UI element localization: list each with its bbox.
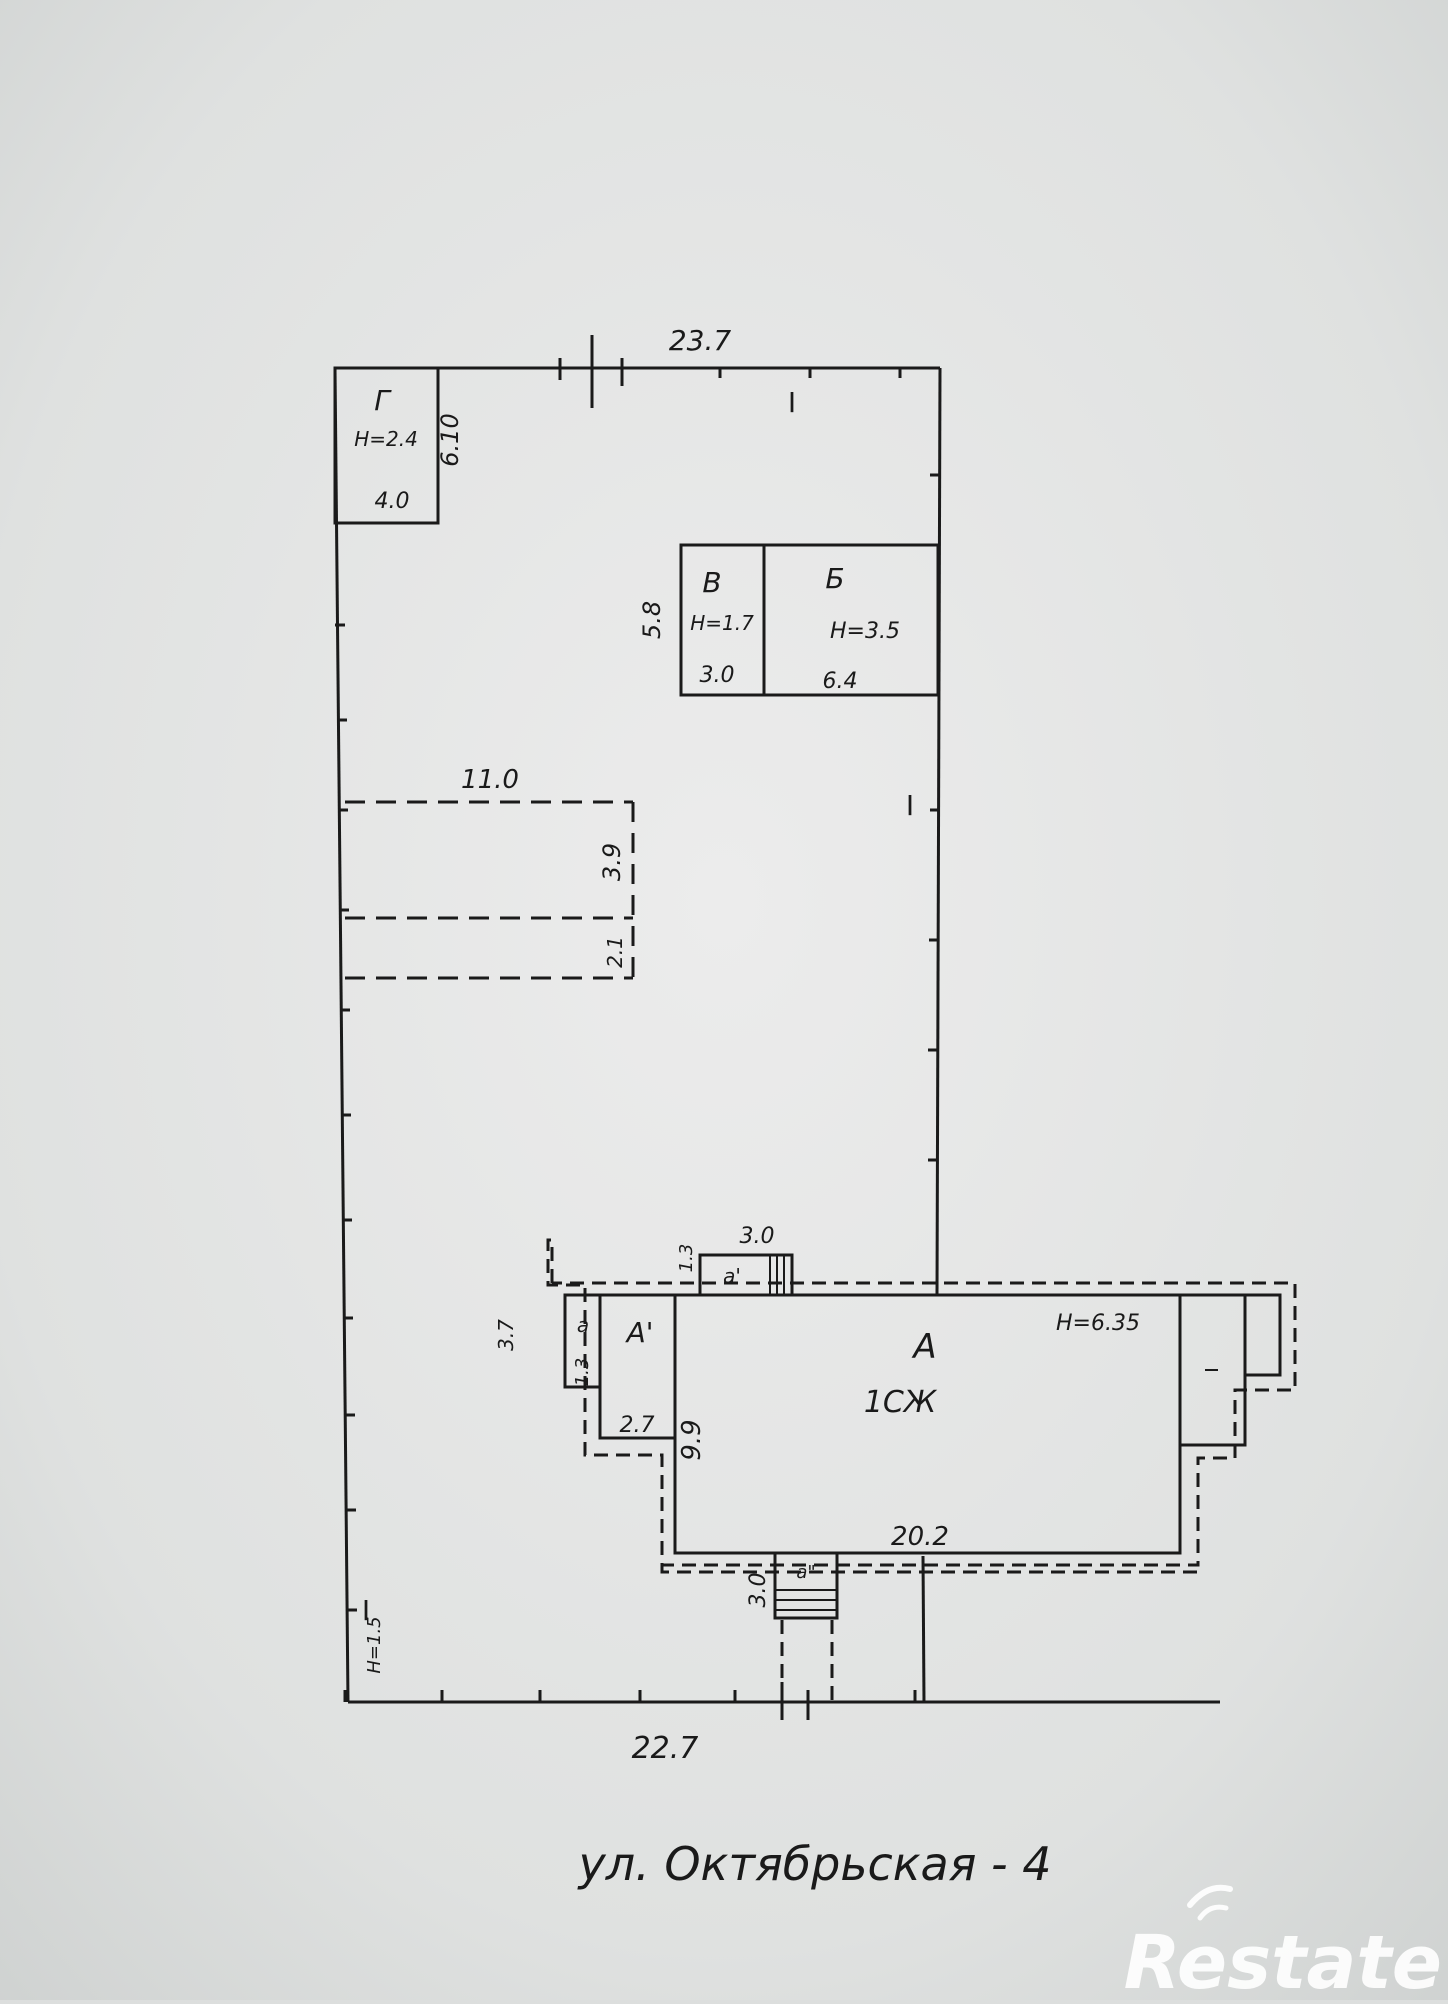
small-annex-b-label: 1.3 bbox=[572, 1358, 593, 1387]
watermark-text: Restate bbox=[1124, 1920, 1442, 2000]
building-v-letter: В bbox=[702, 566, 721, 599]
building-g-width: 4.0 bbox=[375, 489, 410, 514]
building-g-outline bbox=[333, 366, 440, 525]
house-a-right-porch bbox=[1243, 1293, 1282, 1377]
yard-width-label: 11.0 bbox=[461, 765, 519, 795]
building-a-small-outline bbox=[563, 1293, 602, 1389]
fence-mark-top: I bbox=[788, 386, 796, 419]
building-a-height: H=6.35 bbox=[1056, 1311, 1140, 1336]
yard-bays bbox=[345, 800, 635, 980]
building-b-letter: Б bbox=[825, 562, 844, 595]
building-a1-letter: А' bbox=[625, 1316, 654, 1349]
boundary-ticks bbox=[335, 368, 940, 1702]
building-a-small-letter: а bbox=[577, 1313, 589, 1337]
buildings-v-b-outline bbox=[679, 543, 940, 697]
building-b-height: H=3.5 bbox=[830, 619, 900, 644]
fence-mark-left: I bbox=[362, 1594, 370, 1627]
building-a-top-letter: а' bbox=[723, 1264, 741, 1288]
building-v-height: H=1.7 bbox=[690, 611, 754, 635]
building-a-top-outline bbox=[698, 1253, 794, 1297]
porch-top-steps bbox=[769, 1255, 785, 1295]
building-v-width: 3.0 bbox=[700, 663, 735, 688]
logo-signal-icon bbox=[1187, 1884, 1233, 1908]
yard-bay2-label: 2.1 bbox=[603, 936, 627, 968]
yard-bay1-label: 3.9 bbox=[598, 843, 626, 881]
porch-bottom-steps bbox=[775, 1589, 837, 1611]
a-depth-label: 9.9 bbox=[677, 1419, 707, 1460]
lot-boundary bbox=[333, 366, 1220, 1704]
small-annex-a-label: 3.7 bbox=[494, 1319, 518, 1351]
fence-mark-right: I bbox=[906, 789, 914, 822]
porch-bottom-path bbox=[780, 1620, 834, 1700]
street-caption: ул. Октябрьская - 4 bbox=[576, 1837, 1051, 1891]
fence-left-height: H=1.5 bbox=[364, 1616, 385, 1673]
building-a-bottom-outline bbox=[773, 1551, 839, 1620]
building-g-letter: Г bbox=[374, 384, 392, 417]
restate-logo: Restate bbox=[1124, 1884, 1442, 2004]
annex-bottom-depth-label: 3.0 bbox=[746, 1573, 771, 1608]
building-a-letter: А bbox=[911, 1327, 936, 1367]
gate-top bbox=[558, 335, 624, 408]
bottom-width-label: 22.7 bbox=[632, 1731, 699, 1766]
top-width-label: 23.7 bbox=[669, 324, 732, 357]
annex-top-width-label: 3.0 bbox=[740, 1224, 775, 1249]
annex-top-depth-label: 1.3 bbox=[676, 1244, 697, 1273]
building-v-depth: 5.8 bbox=[638, 601, 666, 639]
logo-signal-inner-icon bbox=[1197, 1904, 1229, 1921]
building-g-depth: 6.10 bbox=[436, 413, 464, 466]
house-a-dashed-outline bbox=[546, 1238, 1297, 1574]
building-a-floors: 1СЖ bbox=[864, 1385, 938, 1420]
building-g-height: H=2.4 bbox=[354, 427, 418, 451]
building-b-width: 6.4 bbox=[823, 669, 858, 694]
a-length-label: 20.2 bbox=[891, 1522, 949, 1552]
a1-width-label: 2.7 bbox=[620, 1413, 655, 1438]
building-a-bottom-letter: а" bbox=[796, 1562, 815, 1583]
